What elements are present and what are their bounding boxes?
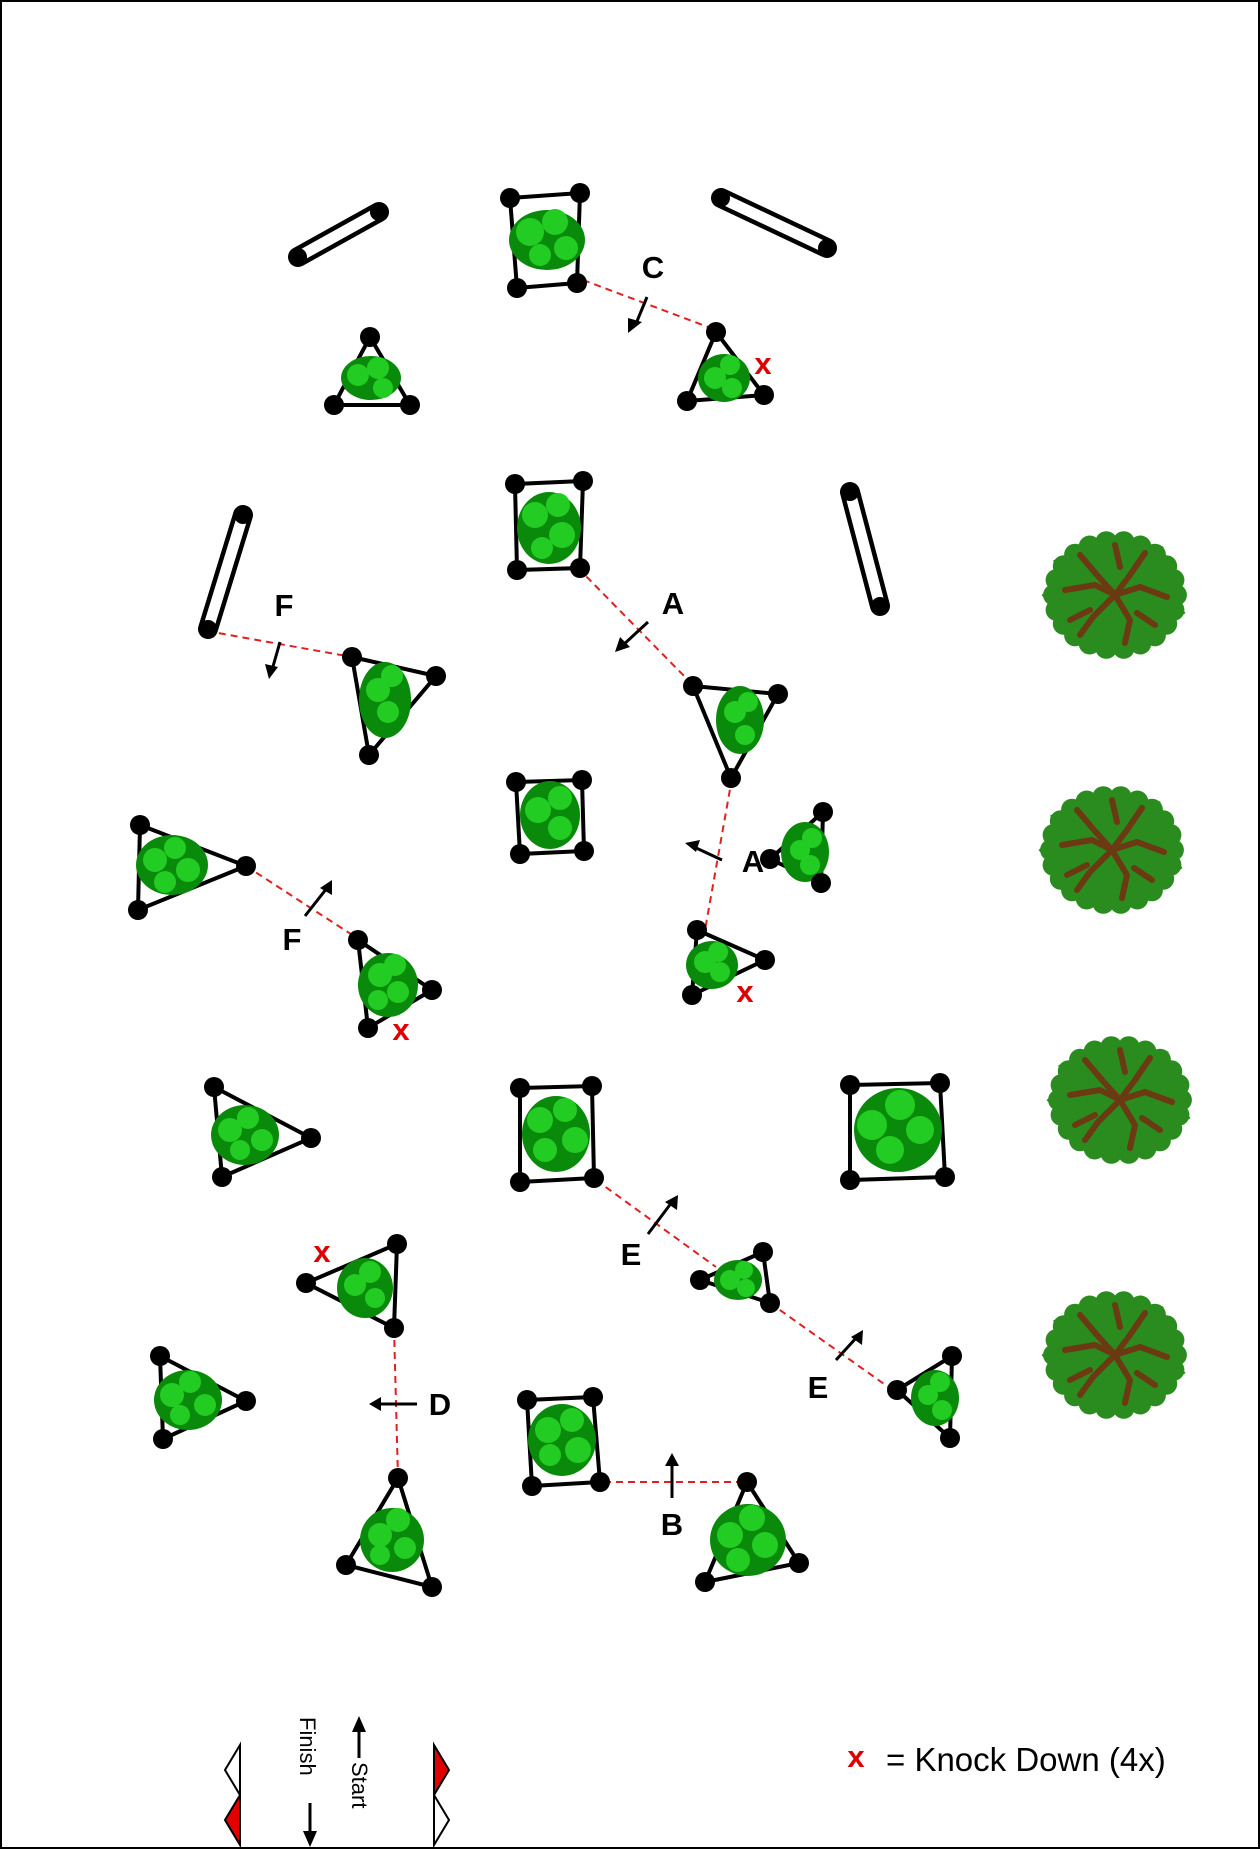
knockdown-mark: x (736, 974, 754, 1009)
gate-label: F (283, 922, 302, 957)
legend-text: = Knock Down (4x) (886, 1741, 1166, 1778)
gate-label: B (661, 1507, 683, 1542)
gate-label: A (742, 844, 764, 879)
square-obstacle-icon (500, 183, 590, 298)
gate-label: A (662, 586, 684, 621)
square-obstacle-icon (840, 1073, 955, 1190)
gate-label: C (642, 250, 664, 285)
legend: x = Knock Down (4x) (847, 1739, 1165, 1778)
knockdown-mark: x (754, 346, 772, 381)
gate-label: E (808, 1370, 829, 1405)
square-obstacle-icon (505, 471, 593, 580)
square-obstacle-icon (517, 1387, 610, 1496)
gate-label: D (429, 1387, 451, 1422)
gate-label: F (275, 588, 294, 623)
square-obstacle-icon (510, 1076, 604, 1192)
legend-symbol: x (847, 1739, 865, 1774)
gate-label: E (621, 1237, 642, 1272)
finish-label: Finish (295, 1717, 320, 1776)
knockdown-mark: x (392, 1012, 410, 1047)
start-label: Start (347, 1762, 372, 1808)
knockdown-mark: x (313, 1234, 331, 1269)
square-obstacle-icon (506, 770, 594, 864)
